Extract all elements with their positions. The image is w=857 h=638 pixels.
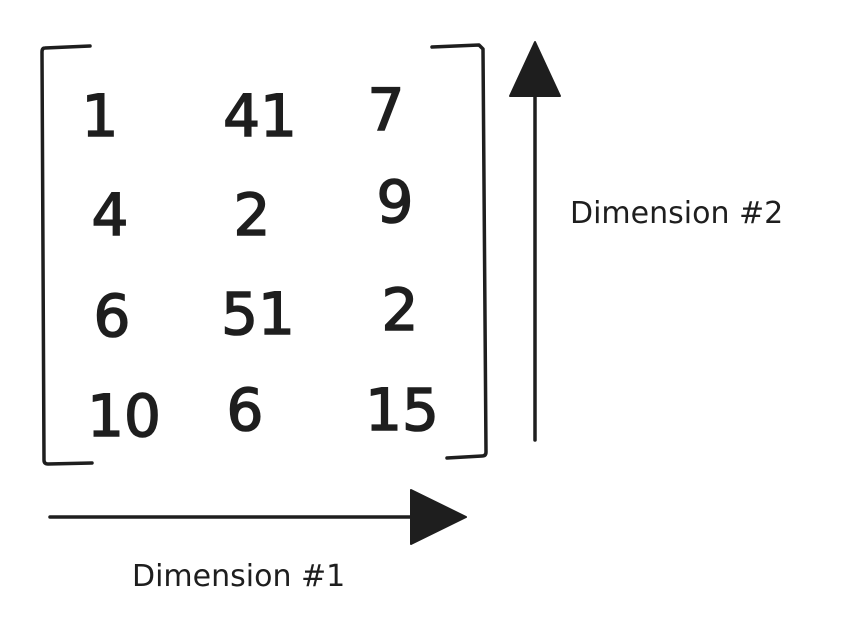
arrow-up-icon xyxy=(509,41,561,97)
arrow-right-icon xyxy=(410,489,467,545)
matrix-cell: 9 xyxy=(377,168,414,236)
matrix-cell: 15 xyxy=(365,376,439,444)
matrix-right-bracket xyxy=(430,43,488,460)
dimension-1-arrow xyxy=(48,489,467,545)
dimension-1-label: Dimension #1 xyxy=(132,559,345,594)
matrix-grid: 1 41 7 4 2 9 6 51 2 10 6 15 xyxy=(81,75,440,451)
matrix-left-bracket xyxy=(40,44,94,466)
dimension-2-label: Dimension #2 xyxy=(570,196,783,231)
matrix-cell: 7 xyxy=(368,76,405,144)
matrix-cell: 1 xyxy=(82,82,119,150)
dimension-2-arrow xyxy=(509,41,561,442)
matrix-cell: 4 xyxy=(92,181,129,249)
matrix-cell: 2 xyxy=(382,276,419,344)
matrix-cell: 6 xyxy=(227,376,264,444)
matrix-cell: 6 xyxy=(94,282,131,350)
matrix-cell: 10 xyxy=(87,382,161,450)
matrix-cell: 41 xyxy=(223,82,297,150)
matrix-cell: 2 xyxy=(234,181,271,249)
matrix-cell: 51 xyxy=(221,280,295,348)
